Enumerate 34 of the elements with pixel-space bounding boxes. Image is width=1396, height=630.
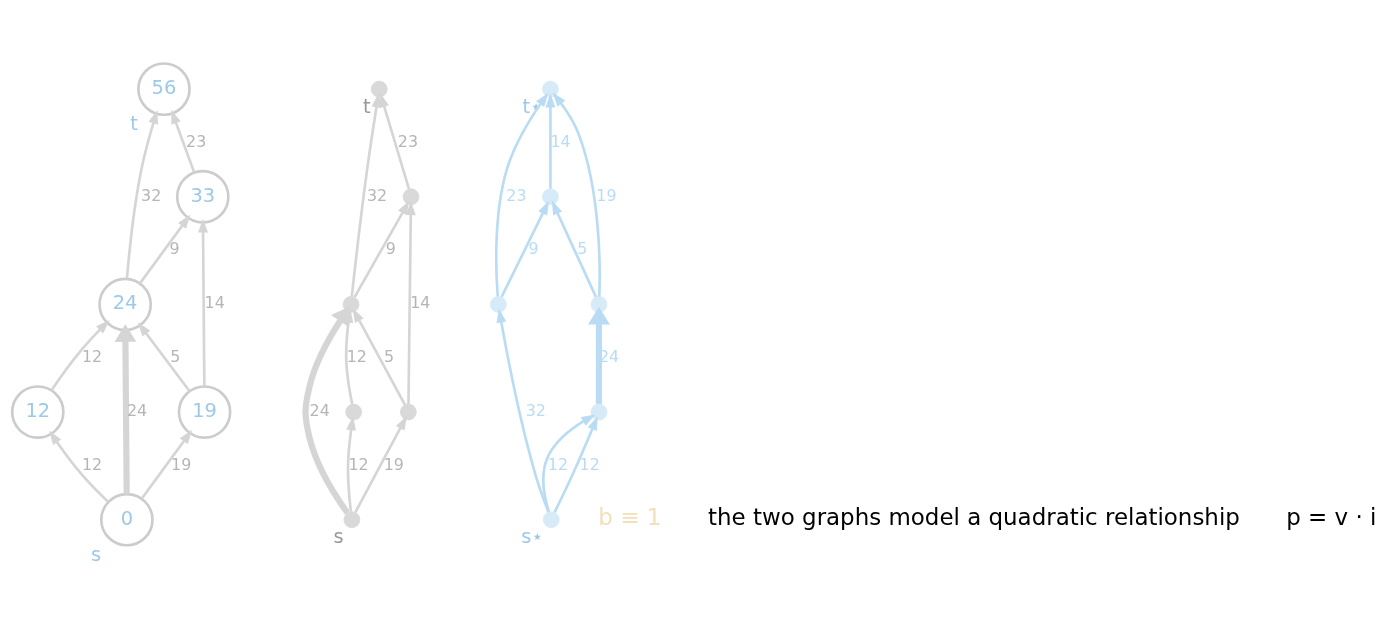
- edge-label: 5: [383, 347, 395, 367]
- edge-label: 14: [204, 293, 225, 313]
- edge-label: 24: [126, 400, 148, 420]
- edge-label: 12: [81, 347, 103, 367]
- label: b ≡ 1: [598, 504, 662, 531]
- edge-label: 24: [309, 400, 330, 420]
- edge-label: 12: [579, 454, 600, 474]
- edge-label: 32: [525, 400, 546, 420]
- edge-label: 9: [169, 239, 180, 259]
- edge-label: 12: [346, 347, 367, 367]
- edge-label: 19: [171, 454, 192, 474]
- edge-label: 32: [141, 185, 162, 205]
- edge-label: 12: [348, 454, 369, 474]
- label: p = v · i: [1286, 504, 1377, 531]
- label: the two graphs model a quadratic relationship: [708, 504, 1240, 531]
- edge-label: 9: [528, 239, 539, 259]
- edge-label: 32: [366, 185, 388, 205]
- edge-label: 23: [397, 131, 419, 151]
- edge-label: 12: [547, 454, 569, 474]
- edge-label: 5: [170, 347, 181, 367]
- node-label: s: [90, 542, 102, 566]
- node-label: t: [130, 112, 138, 136]
- edge-label: 23: [186, 131, 207, 151]
- edge-label: 5: [577, 239, 588, 259]
- edge-label: 19: [596, 185, 617, 205]
- edge-label: 9: [385, 239, 396, 259]
- edge-label: 14: [550, 131, 571, 151]
- edge-label: 14: [410, 293, 431, 313]
- node-label: s: [333, 525, 344, 549]
- edge-label: 12: [81, 454, 103, 474]
- edge-label: 23: [506, 185, 527, 205]
- node-label: s⋆: [521, 525, 544, 549]
- edge-label: 19: [383, 454, 404, 474]
- node-label: t: [363, 94, 371, 118]
